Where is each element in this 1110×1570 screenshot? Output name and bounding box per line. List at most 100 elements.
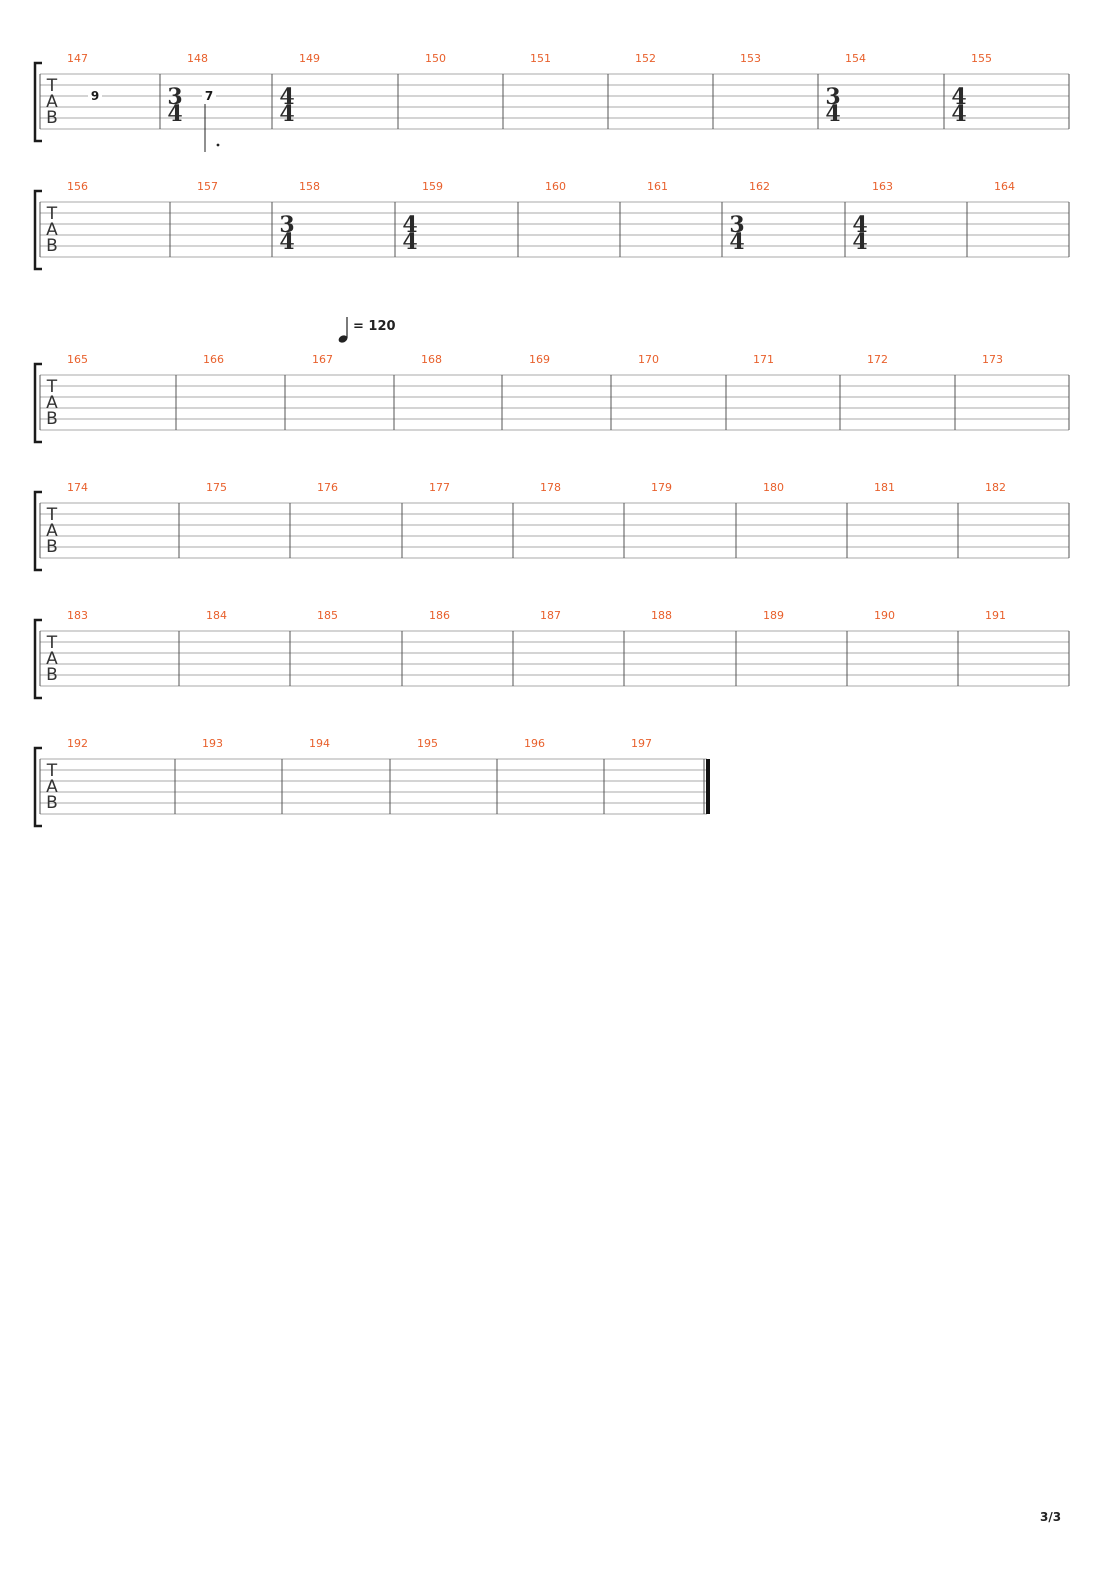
time-signature-numerator: 3: [279, 212, 294, 238]
time-signature-denominator: 4: [951, 101, 966, 127]
tab-clef-letter: T: [46, 633, 58, 653]
measure-number: 183: [67, 609, 88, 622]
measure-number: 162: [749, 180, 770, 193]
tab-system-3: TAB 165 166 167 168 169 170 171 172 173: [33, 353, 1070, 444]
measure-number: 197: [631, 737, 652, 750]
system-bracket: [33, 61, 42, 143]
time-signature-numerator: 4: [951, 84, 966, 110]
measure-number: 177: [429, 481, 450, 494]
time-signature-numerator: 4: [852, 212, 867, 238]
measure-number: 192: [67, 737, 88, 750]
measure-number: 185: [317, 609, 338, 622]
measure-number: 163: [872, 180, 893, 193]
fret-number: 9: [91, 89, 99, 103]
tab-clef-letter: T: [46, 377, 58, 397]
tab-clef-letter: B: [46, 793, 58, 813]
time-signature-denominator: 4: [852, 229, 867, 255]
measure-number: 179: [651, 481, 672, 494]
measure-number: 161: [647, 180, 668, 193]
measure-number: 153: [740, 52, 761, 65]
measure-number: 193: [202, 737, 223, 750]
measure-number: 169: [529, 353, 550, 366]
quarter-note-icon: [338, 335, 348, 343]
time-signature-denominator: 4: [279, 229, 294, 255]
measure-number: 184: [206, 609, 227, 622]
measure-number: 195: [417, 737, 438, 750]
tempo-marking: = 120: [338, 317, 396, 343]
measure-number: 154: [845, 52, 866, 65]
time-signature-denominator: 4: [729, 229, 744, 255]
measure-number: 194: [309, 737, 330, 750]
tab-clef-letter: B: [46, 108, 58, 128]
tab-clef-letter: A: [46, 92, 58, 112]
measure-number: 159: [422, 180, 443, 193]
time-signature-numerator: 3: [167, 84, 182, 110]
measure-number: 157: [197, 180, 218, 193]
measure-number: 167: [312, 353, 333, 366]
system-bracket: [33, 490, 42, 572]
rhythm-dot: [216, 143, 220, 147]
measure-number: 175: [206, 481, 227, 494]
time-signature-numerator: 4: [279, 84, 294, 110]
fret-mask: [202, 88, 216, 102]
system-bracket: [33, 746, 42, 828]
tab-clef-letter: T: [46, 76, 58, 96]
fret-mask: [88, 88, 102, 102]
measure-number: 155: [971, 52, 992, 65]
measure-number: 164: [994, 180, 1015, 193]
measure-number: 151: [530, 52, 551, 65]
measure-number: 170: [638, 353, 659, 366]
measure-number: 171: [753, 353, 774, 366]
time-signature-denominator: 4: [402, 229, 417, 255]
measure-number: 188: [651, 609, 672, 622]
system-bracket: [33, 362, 42, 444]
time-signature-denominator: 4: [167, 101, 182, 127]
tab-clef-letter: A: [46, 393, 58, 413]
system-bracket: [33, 618, 42, 700]
time-signature-numerator: 3: [729, 212, 744, 238]
measure-number: 174: [67, 481, 88, 494]
measure-number: 148: [187, 52, 208, 65]
measure-number: 196: [524, 737, 545, 750]
measure-number: 190: [874, 609, 895, 622]
measure-number: 166: [203, 353, 224, 366]
measure-number: 165: [67, 353, 88, 366]
measure-number: 150: [425, 52, 446, 65]
measure-number: 168: [421, 353, 442, 366]
tab-clef-letter: T: [46, 505, 58, 525]
tab-clef-letter: T: [46, 204, 58, 224]
tab-clef-letter: B: [46, 236, 58, 256]
measure-number: 191: [985, 609, 1006, 622]
page-number: 3/3: [1040, 1510, 1062, 1524]
tempo-value: = 120: [353, 319, 396, 334]
measure-number: 152: [635, 52, 656, 65]
time-signature-numerator: 4: [402, 212, 417, 238]
system-bracket: [33, 189, 42, 271]
tab-clef-letter: T: [46, 761, 58, 781]
measure-number: 187: [540, 609, 561, 622]
measure-number: 173: [982, 353, 1003, 366]
time-signature-denominator: 4: [279, 101, 294, 127]
time-signature-denominator: 4: [825, 101, 840, 127]
tab-clef-letter: B: [46, 409, 58, 429]
tab-clef-letter: B: [46, 537, 58, 557]
tab-clef-letter: A: [46, 521, 58, 541]
measure-number: 182: [985, 481, 1006, 494]
measure-number: 160: [545, 180, 566, 193]
measure-number: 149: [299, 52, 320, 65]
measure-number: 156: [67, 180, 88, 193]
measure-number: 189: [763, 609, 784, 622]
measure-number: 147: [67, 52, 88, 65]
measure-number: 181: [874, 481, 895, 494]
measure-number: 158: [299, 180, 320, 193]
measure-number: 172: [867, 353, 888, 366]
measure-number: 180: [763, 481, 784, 494]
tab-clef-letter: A: [46, 220, 58, 240]
tab-clef-letter: A: [46, 649, 58, 669]
fret-number: 7: [205, 89, 213, 103]
